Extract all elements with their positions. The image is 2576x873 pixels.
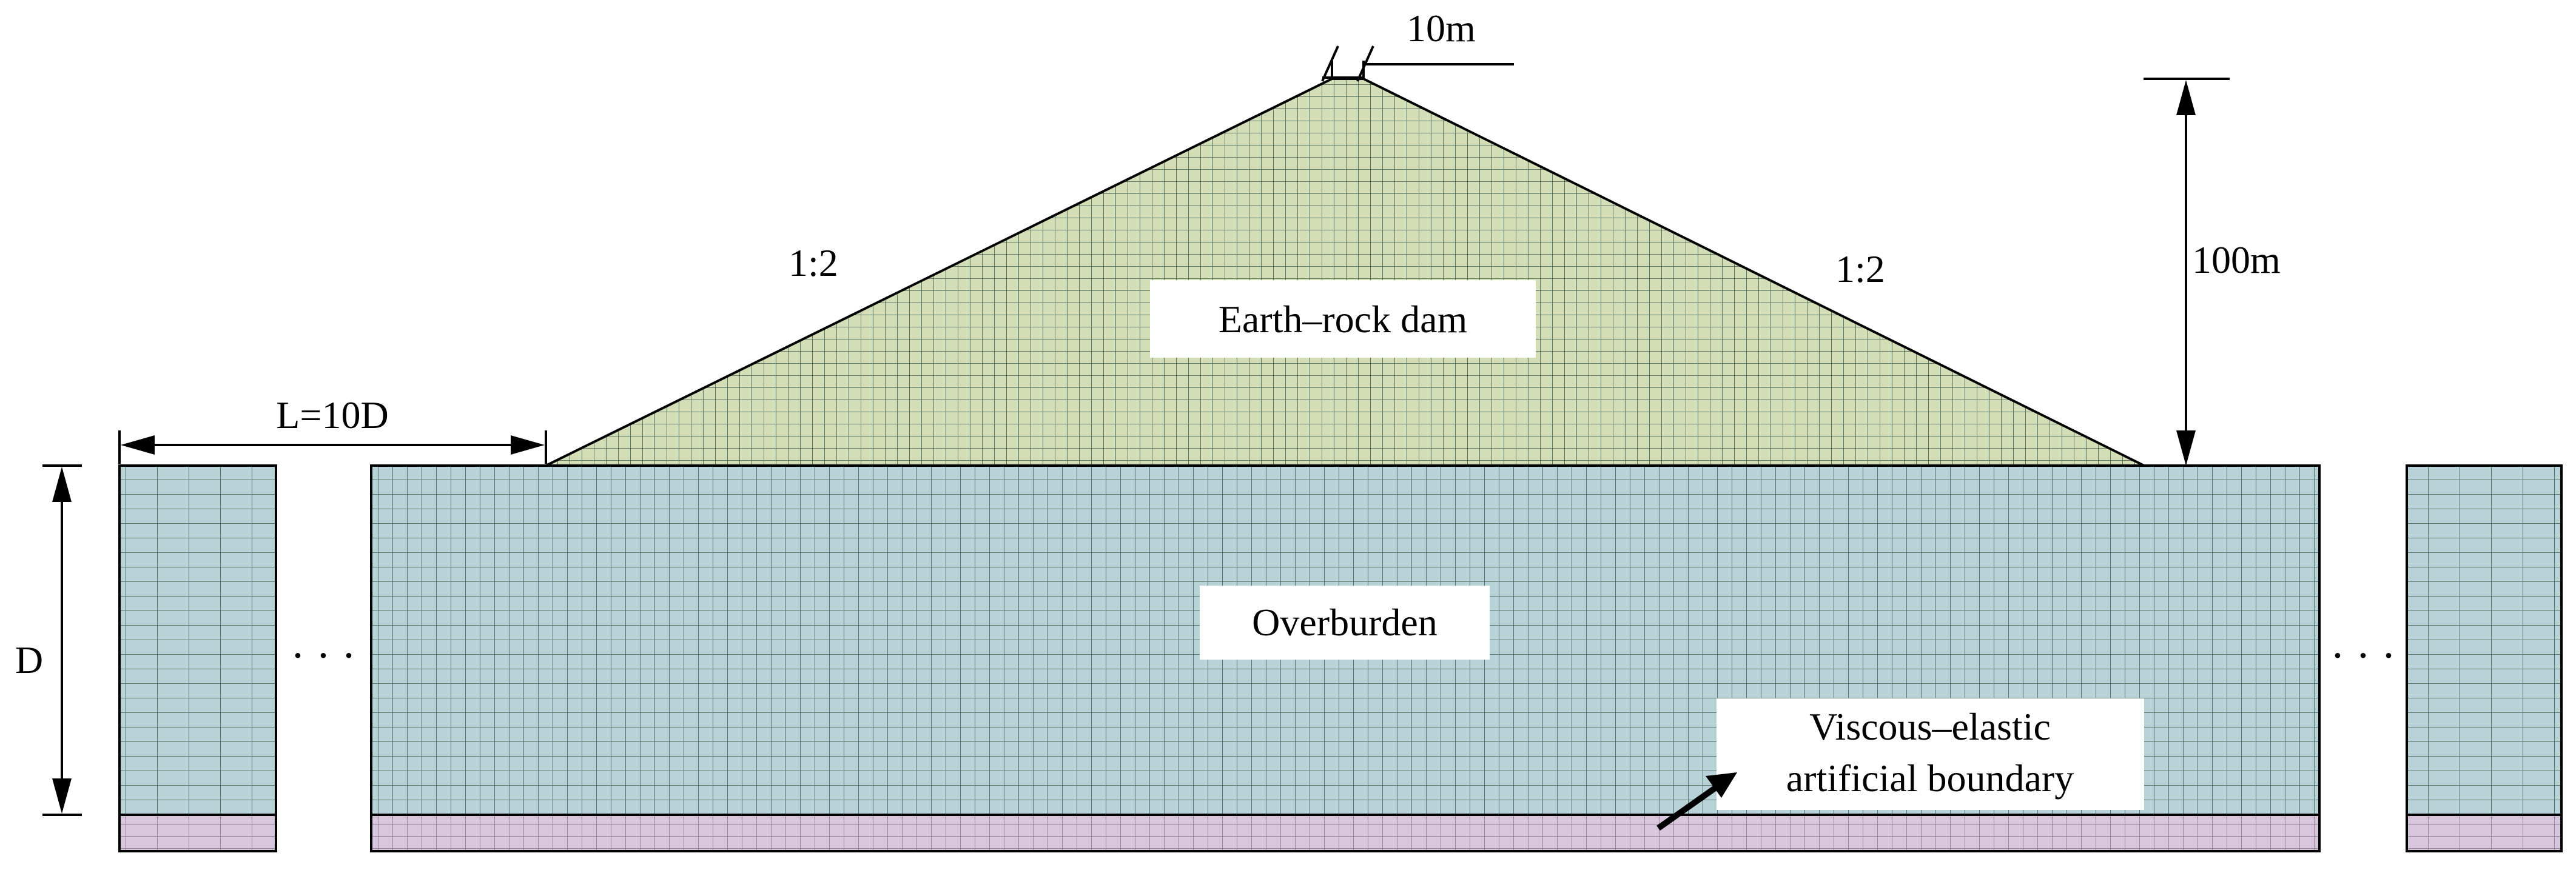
upstream-slope-label: 1:2 bbox=[789, 241, 838, 284]
crest-width-label: 10m bbox=[1407, 7, 1476, 50]
boundary-label-line1: Viscous–elastic bbox=[1809, 705, 2051, 748]
depth-label: D bbox=[15, 638, 43, 681]
boundary-pointer-arrow bbox=[1656, 772, 1737, 831]
overburden-label-box bbox=[1200, 586, 1490, 660]
boundary-layer-main bbox=[370, 814, 2321, 852]
boundary-layer-left bbox=[118, 814, 277, 852]
earth-rock-dam bbox=[545, 78, 2145, 467]
right-overburden-column bbox=[2406, 464, 2563, 816]
dam-label-box bbox=[1150, 280, 1536, 358]
dam-label: Earth–rock dam bbox=[1219, 298, 1468, 341]
left-overburden-column bbox=[118, 464, 277, 816]
distance-label: L=10D bbox=[276, 393, 388, 436]
downstream-slope-label: 1:2 bbox=[1835, 247, 1885, 290]
ellipsis-left: · · · bbox=[291, 631, 356, 680]
dam-height-dimension bbox=[2144, 78, 2230, 466]
boundary-layer-right bbox=[2406, 814, 2563, 852]
distance-dimension bbox=[118, 430, 547, 464]
boundary-label-line2: artificial boundary bbox=[1786, 757, 2074, 800]
overburden-label: Overburden bbox=[1252, 601, 1438, 644]
crest-width-dimension bbox=[1321, 45, 1514, 82]
ellipsis-right: · · · bbox=[2330, 631, 2396, 680]
dam-height-label: 100m bbox=[2192, 238, 2281, 281]
depth-dimension bbox=[42, 464, 82, 816]
boundary-label-box bbox=[1717, 698, 2144, 810]
